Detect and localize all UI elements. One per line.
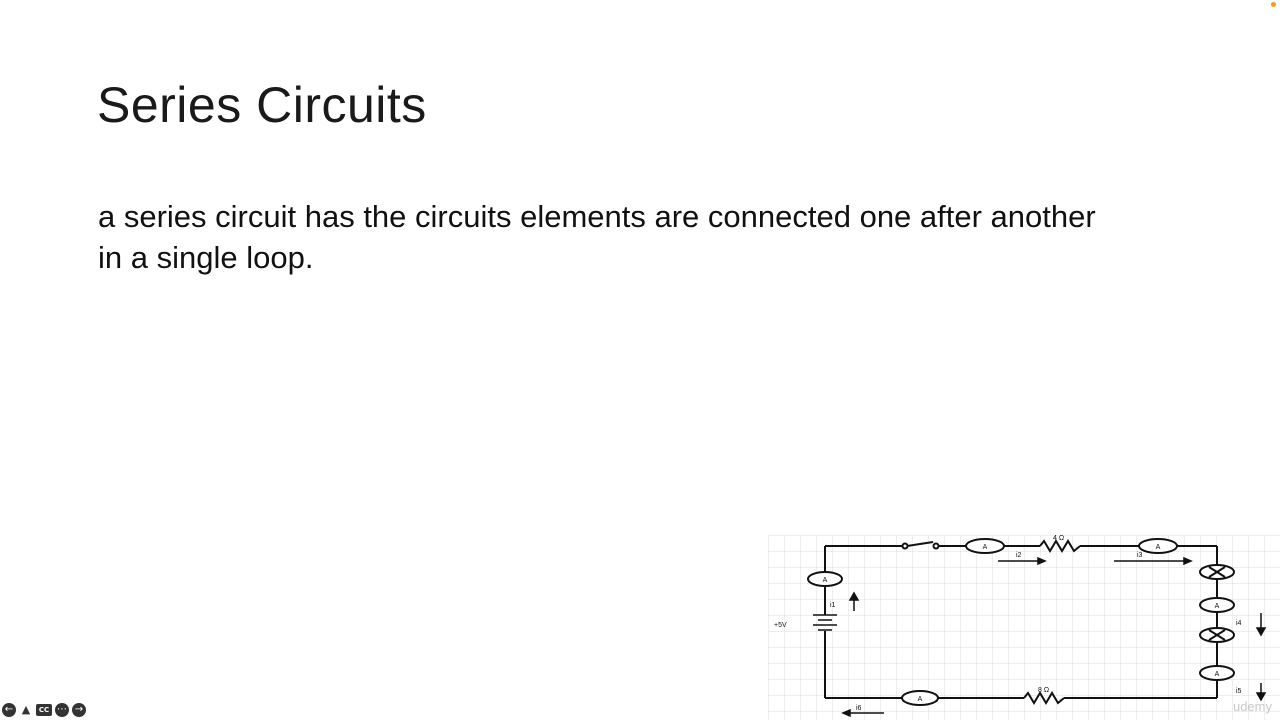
current-label-i3: i3	[1137, 552, 1143, 559]
ammeter-top-1-label: A	[983, 544, 988, 551]
ammeter-right-2-label: A	[1215, 671, 1220, 678]
slide-body-text: a series circuit has the circuits elemen…	[98, 199, 1096, 275]
indicator-dot	[1271, 2, 1276, 7]
resistor-bottom-label: 8 Ω	[1038, 687, 1049, 694]
ammeter-right-1	[1199, 597, 1235, 613]
circuit-diagram: A A A A A A	[768, 535, 1280, 720]
battery-label: +5V	[774, 622, 787, 629]
lamp-2	[1199, 627, 1235, 643]
presentation-controls: ← ▲ CC ⋯ →	[2, 702, 86, 718]
slide-title: Series Circuits	[97, 77, 427, 133]
marker-icon[interactable]: ▲	[21, 703, 31, 716]
grid-background	[768, 535, 1280, 720]
ammeter-right-1-label: A	[1215, 603, 1220, 610]
ammeter-top-2	[1138, 538, 1178, 554]
current-label-i4: i4	[1236, 620, 1242, 627]
lamp-1	[1199, 564, 1235, 580]
ammeter-bottom-label: A	[918, 696, 923, 703]
arrow-left-icon[interactable]: ←	[2, 703, 16, 717]
ammeter-left	[807, 571, 843, 587]
ammeter-top-2-label: A	[1156, 544, 1161, 551]
cc-button[interactable]: CC	[36, 704, 52, 716]
more-icon[interactable]: ⋯	[55, 703, 69, 717]
udemy-watermark: udemy	[1232, 699, 1272, 714]
resistor-top-label: 4 Ω	[1053, 535, 1064, 542]
current-label-i6: i6	[856, 705, 862, 712]
switch-symbol	[901, 541, 940, 550]
ammeter-top-1	[965, 538, 1005, 554]
current-label-i5: i5	[1236, 688, 1242, 695]
arrow-right-icon[interactable]: →	[72, 703, 86, 717]
current-label-i2: i2	[1016, 552, 1022, 559]
ammeter-bottom	[901, 690, 939, 706]
current-label-i1: i1	[830, 602, 836, 609]
ammeter-left-label: A	[823, 577, 828, 584]
ammeter-right-2	[1199, 665, 1235, 681]
battery-symbol	[813, 614, 837, 631]
